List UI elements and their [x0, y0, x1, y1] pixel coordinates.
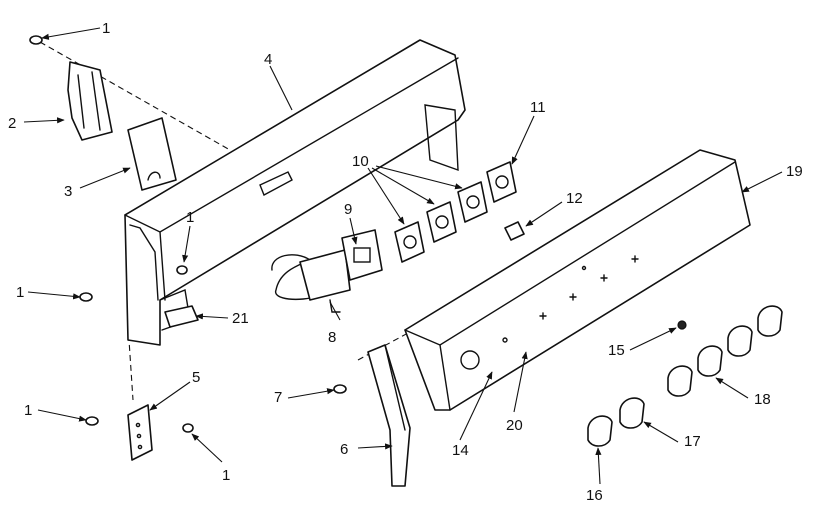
callout-10: 10 — [352, 153, 369, 170]
callout-7: 7 — [274, 389, 282, 406]
mounting-strip-part-5 — [127, 404, 153, 461]
back-panel-part-4 — [124, 39, 466, 346]
callout-21: 21 — [232, 310, 249, 327]
callout-1: 1 — [102, 20, 110, 37]
callout-20: 20 — [506, 417, 523, 434]
thermostat-part-8-9 — [271, 229, 383, 313]
callout-1: 1 — [16, 284, 24, 301]
callout-3: 3 — [64, 183, 72, 200]
callout-5: 5 — [192, 369, 200, 386]
callout-15: 15 — [608, 342, 625, 359]
callout-4: 4 — [264, 51, 272, 68]
callout-labels: 1 2 3 4 1 1 21 5 1 1 7 8 9 10 11 12 19 1… — [8, 20, 803, 504]
side-bracket-part-2 — [67, 61, 113, 141]
callout-16: 16 — [586, 487, 603, 504]
callout-17: 17 — [684, 433, 701, 450]
callout-1: 1 — [24, 402, 32, 419]
shield-part-3 — [127, 117, 177, 191]
callout-8: 8 — [328, 329, 336, 346]
control-panel-part-19 — [404, 149, 751, 411]
callout-6: 6 — [340, 441, 348, 458]
callout-9: 9 — [344, 201, 352, 218]
callout-2: 2 — [8, 115, 16, 132]
callout-18: 18 — [754, 391, 771, 408]
switches-part-10-11 — [394, 161, 517, 263]
bracket-part-21 — [164, 305, 199, 328]
callout-19: 19 — [786, 163, 803, 180]
support-bracket-part-6 — [367, 344, 411, 487]
indicator-part-12 — [504, 221, 525, 241]
callout-12: 12 — [566, 190, 583, 207]
knob-parts — [587, 305, 783, 447]
callout-1: 1 — [186, 209, 194, 226]
callout-11: 11 — [530, 99, 546, 116]
callout-1: 1 — [222, 467, 230, 484]
callout-14: 14 — [452, 442, 469, 459]
leader-lines — [23, 27, 783, 485]
